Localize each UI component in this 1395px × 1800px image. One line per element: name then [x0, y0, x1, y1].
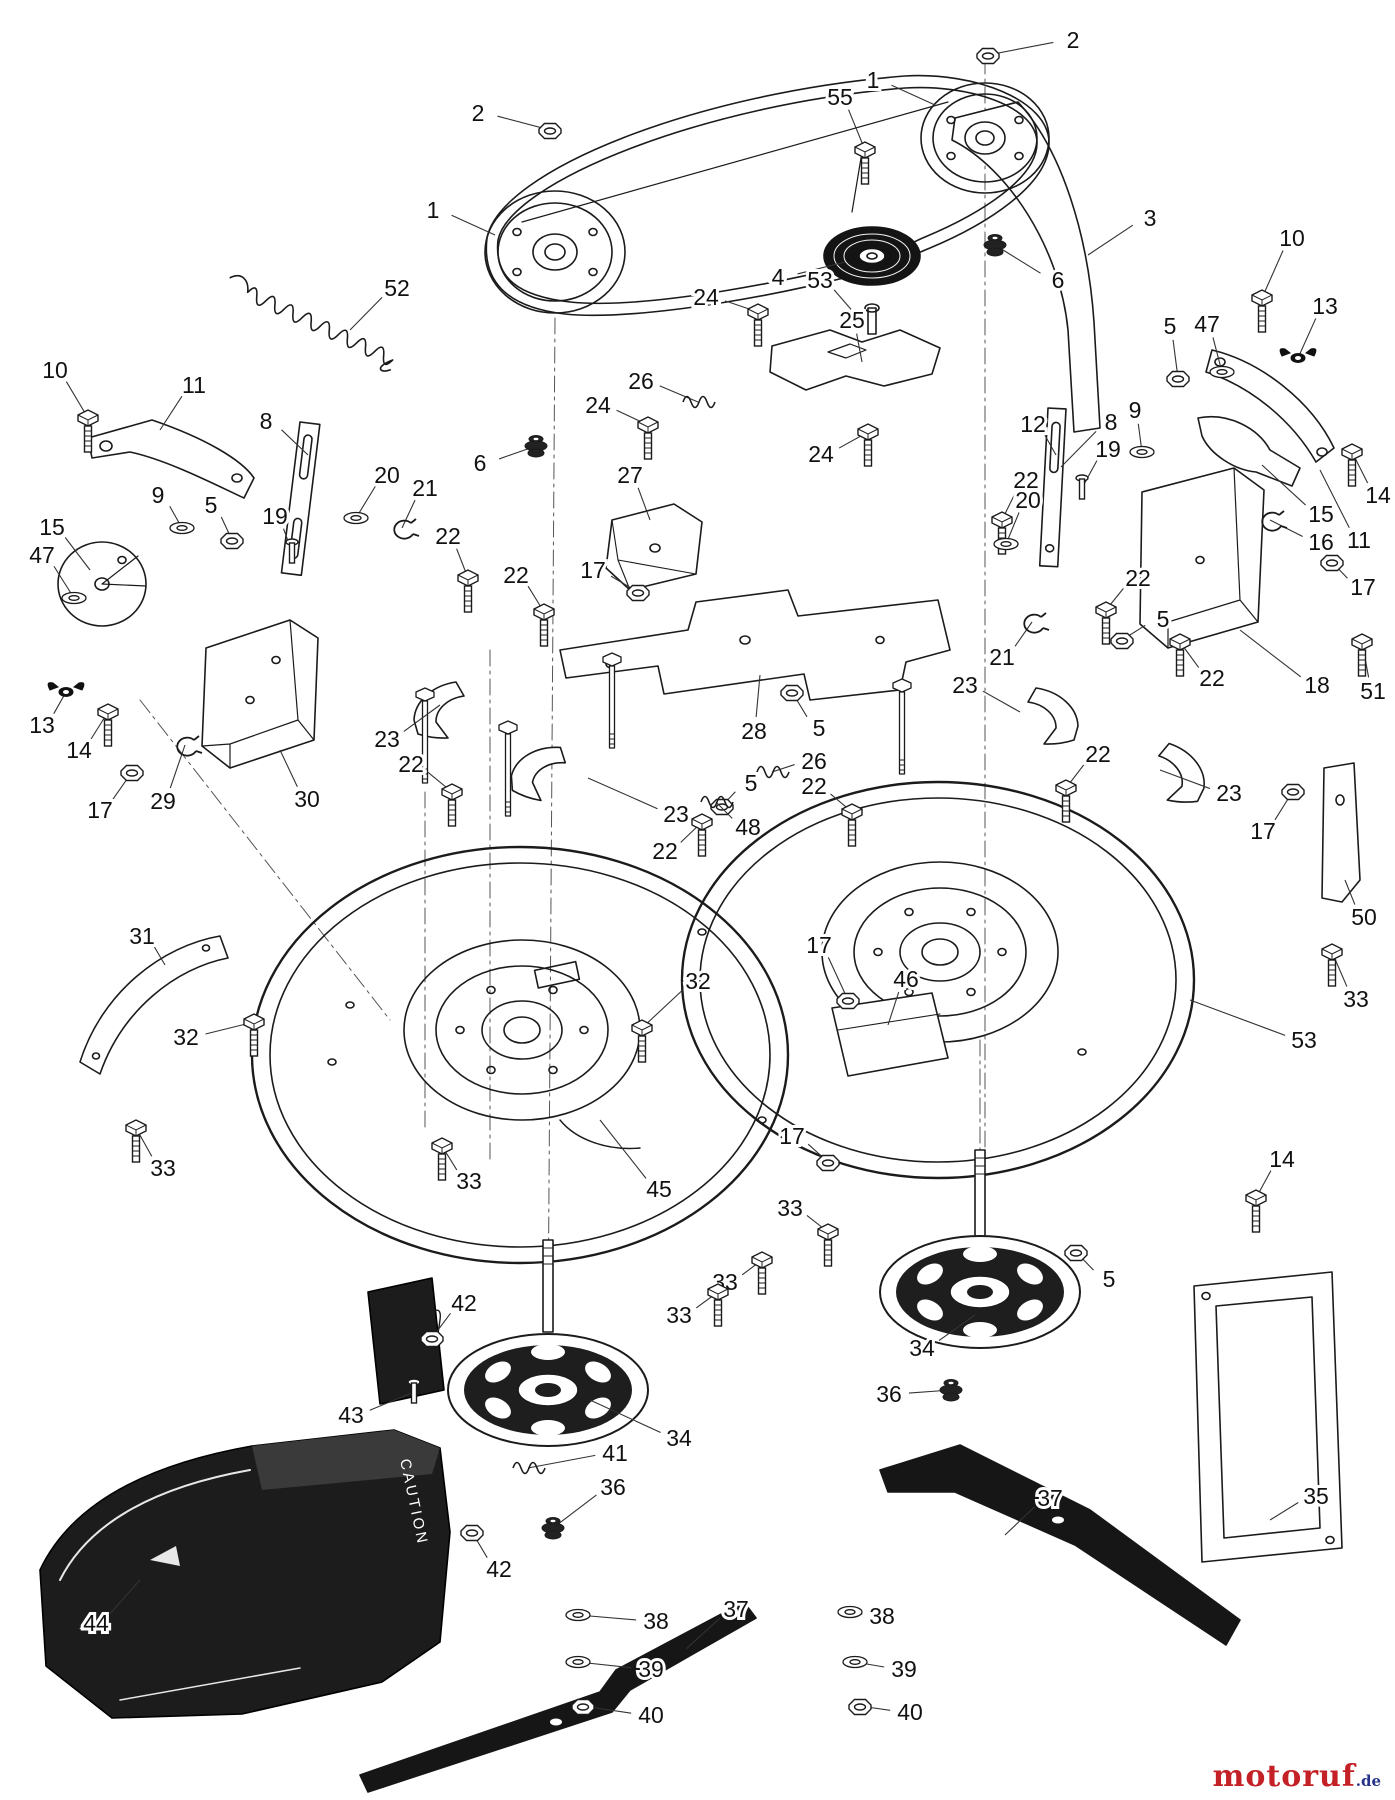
- watermark: motoruf.de: [1213, 1759, 1381, 1794]
- side-curved-bracket: [79, 935, 229, 1075]
- right-blade: [879, 1444, 1241, 1646]
- left-lever: [87, 419, 255, 499]
- deck-cover-plate: [831, 992, 949, 1077]
- right-hanger-bracket: [1139, 467, 1265, 649]
- idler-arm: [521, 101, 1101, 433]
- left-blade: [359, 1601, 757, 1793]
- tension-spring: [229, 274, 394, 372]
- engagement-bracket: [769, 151, 941, 391]
- left-hanger-bracket: [201, 619, 319, 769]
- drive-belt: [485, 74, 1050, 317]
- watermark-brand: motoruf: [1212, 1759, 1356, 1794]
- right-deck-pulley: [920, 82, 1050, 194]
- discharge-chute: CAUTION: [39, 1429, 451, 1719]
- right-spindle-assembly: [879, 1149, 1081, 1349]
- left-spindle-assembly: [447, 1239, 649, 1447]
- right-support-strip: [1038, 407, 1067, 568]
- baffle: [1027, 687, 1079, 745]
- rear-hanger-strip: [1321, 762, 1361, 903]
- baffle: [506, 737, 569, 805]
- hanger-bracket-35: [1193, 1271, 1343, 1563]
- long-bolt: [892, 678, 912, 775]
- left-cam-plate: [57, 541, 147, 627]
- reinforcement-plate: [559, 589, 951, 701]
- watermark-tld: .de: [1355, 1772, 1381, 1790]
- deck-baffle-45: [559, 1119, 641, 1150]
- baffle: [1150, 741, 1212, 807]
- deflector-bracket: [367, 1277, 445, 1405]
- left-support-strip: [280, 421, 321, 577]
- left-deck-pulley: [484, 190, 626, 314]
- flat-idler-pulley: [823, 226, 921, 286]
- deck-housing: [250, 780, 1196, 1265]
- front-bracket: [605, 503, 703, 591]
